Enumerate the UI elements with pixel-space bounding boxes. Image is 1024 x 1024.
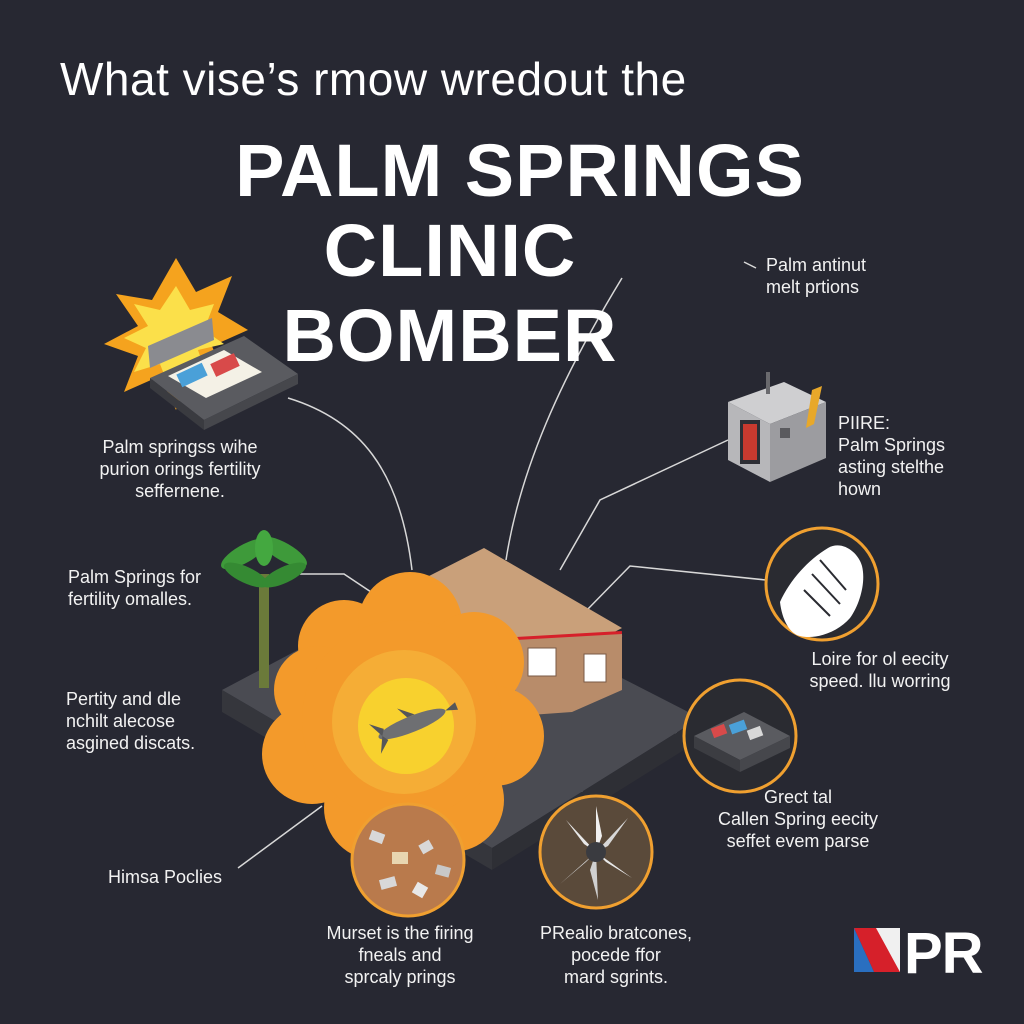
callout-bottom-center-left: Murset is the firing fneals and sprcaly … — [300, 922, 500, 988]
callout-line: Palm Springs — [838, 435, 946, 455]
callout-line: PIIRE: — [838, 413, 891, 433]
callout-upper-left: Palm springss wihe purion orings fertili… — [70, 436, 290, 502]
page-title-line2: CLINIC BOMBER — [282, 209, 618, 377]
callout-line: mard sgrints. — [563, 967, 669, 987]
missile-icon — [368, 702, 459, 754]
callout-line: PRealio bratcones, — [539, 923, 693, 943]
callout-line: seffet evem parse — [726, 831, 870, 851]
callout-line: asgined discats. — [66, 733, 196, 753]
callout-line: melt prtions — [766, 277, 860, 297]
callout-right-hand: Loire for ol eecity speed. llu worring — [780, 648, 980, 692]
page-title-line1: PALM SPRINGS — [235, 129, 805, 212]
callout-line: purion orings fertility — [99, 459, 261, 479]
generator-box-icon — [728, 372, 826, 482]
callout-right-building: PIIRE: Palm Springs asting stelthe hown — [838, 412, 945, 500]
callout-line: hown — [838, 479, 882, 499]
callout-line: fertility omalles. — [68, 589, 193, 609]
callout-line: speed. llu worring — [809, 671, 951, 691]
callout-line: Palm antinut — [766, 255, 867, 275]
callout-line: sprcaly prings — [344, 967, 456, 987]
callout-right-device: Grect tal Callen Spring eecity seffet ev… — [698, 786, 898, 852]
headline: What vise’s rmow wredout the — [60, 53, 687, 105]
callout-line: fneals and — [358, 945, 442, 965]
callout-left-bottom: Himsa Poclies — [108, 866, 222, 888]
pr-logo-mark — [854, 928, 900, 972]
debris-icon — [350, 802, 466, 918]
callout-line: Pertity and dle — [66, 689, 182, 709]
callout-line: pocede ffor — [571, 945, 661, 965]
callout-line: Palm Springs for — [68, 567, 202, 587]
callout-line: asting stelthe — [838, 457, 945, 477]
logo-text: PR — [904, 921, 984, 986]
exploding-device-icon — [104, 258, 298, 430]
palm-tree-icon — [221, 530, 307, 688]
hand-icon — [764, 526, 880, 642]
callout-line: seffernene. — [135, 481, 225, 501]
callout-left-mid: Pertity and dle nchilt alecose asgined d… — [66, 688, 195, 754]
callout-top-right: Palm antinut melt prtions — [766, 254, 866, 298]
callout-line: Grect tal — [763, 787, 833, 807]
callout-line: Loire for ol eecity — [811, 649, 949, 669]
shrapnel-icon — [538, 794, 654, 910]
callout-line: Murset is the firing — [326, 923, 474, 943]
callout-line: nchilt alecose — [66, 711, 176, 731]
callout-line: Himsa Poclies — [108, 867, 223, 887]
callout-line: Callen Spring eecity — [717, 809, 879, 829]
electronic-device-icon — [682, 678, 798, 794]
callout-bottom-center-right: PRealio bratcones, pocede ffor mard sgri… — [516, 922, 716, 988]
callout-left-palm: Palm Springs for fertility omalles. — [68, 566, 201, 610]
callout-line: Palm springss wihe — [102, 437, 258, 457]
